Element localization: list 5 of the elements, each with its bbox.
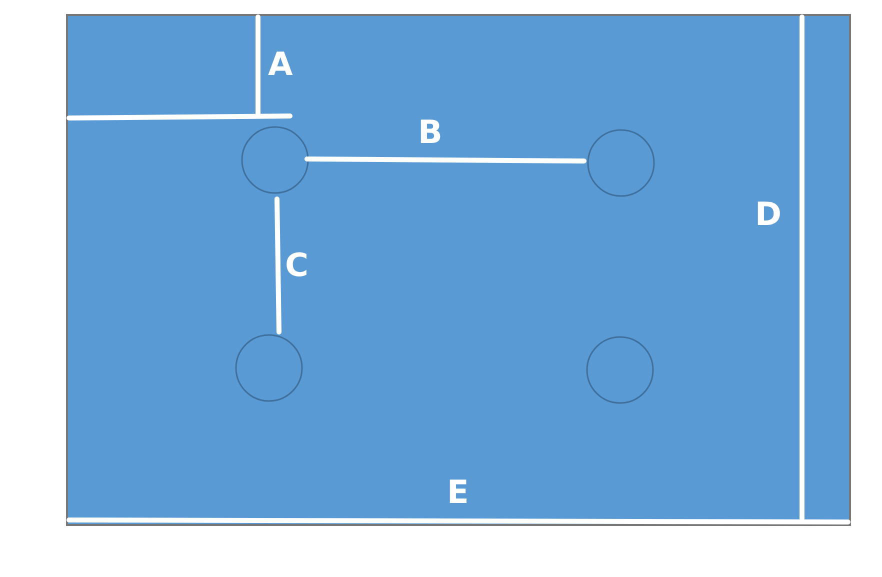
dimension-label: B	[418, 115, 442, 149]
dimension-label: D	[755, 197, 782, 231]
dimension-label: C	[285, 248, 308, 282]
dimension-label: A	[268, 47, 293, 81]
dimension-label: E	[447, 475, 469, 509]
